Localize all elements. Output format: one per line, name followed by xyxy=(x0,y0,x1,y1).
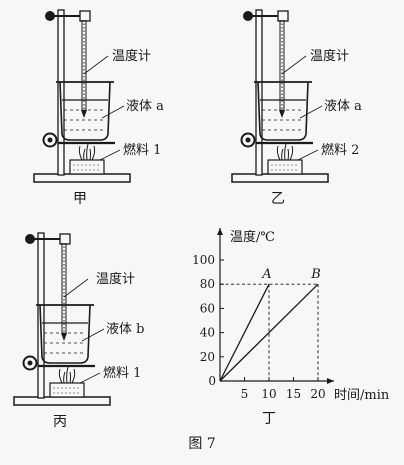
liquid-label: 液体 a xyxy=(324,99,362,114)
caption-ding: 丁 xyxy=(262,411,276,427)
y-tick-label: 40 xyxy=(200,326,215,340)
y-tick-label: 100 xyxy=(192,253,215,267)
apparatus-jia: 温度计 液体 a 燃料 1 甲 xyxy=(32,8,164,207)
y-tick-label: 20 xyxy=(200,350,215,364)
origin-label: 0 xyxy=(208,374,216,388)
y-axis-arrow xyxy=(217,228,223,235)
apparatus-yi: 温度计 液体 a 燃料 2 乙 xyxy=(230,8,362,207)
series-line-A xyxy=(219,283,270,382)
fuel-label: 燃料 2 xyxy=(321,142,359,158)
caption-jia: 甲 xyxy=(73,191,87,207)
y-tick-label: 60 xyxy=(200,301,215,315)
thermometer-label: 温度计 xyxy=(112,48,151,64)
thermometer-label: 温度计 xyxy=(96,271,135,287)
series-label-A: A xyxy=(261,267,271,282)
liquid-label: 液体 b xyxy=(106,322,144,337)
caption-bing: 丙 xyxy=(53,414,67,430)
fuel-label: 燃料 1 xyxy=(123,142,161,158)
x-ticks: 5 10 15 20 xyxy=(241,377,326,401)
x-axis-arrow xyxy=(327,378,334,384)
y-ticks: 20 40 60 80 100 xyxy=(192,253,224,364)
x-tick-label: 5 xyxy=(241,387,249,401)
series-label-B: B xyxy=(310,267,321,282)
x-axis-label: 时间/min xyxy=(334,388,390,403)
fuel-label: 燃料 1 xyxy=(103,365,141,381)
liquid-label: 液体 a xyxy=(126,99,164,114)
series-line-B xyxy=(219,283,319,382)
caption-yi: 乙 xyxy=(271,191,285,207)
x-tick-label: 10 xyxy=(261,387,276,401)
thermometer-label: 温度计 xyxy=(310,48,349,64)
y-tick-label: 80 xyxy=(200,277,215,291)
x-tick-label: 15 xyxy=(286,387,301,401)
apparatus-bing: 温度计 液体 b 燃料 1 丙 xyxy=(12,231,144,430)
figure-caption: 图 7 xyxy=(188,436,215,452)
y-axis-label: 温度/℃ xyxy=(230,229,275,245)
x-tick-label: 20 xyxy=(310,387,325,401)
